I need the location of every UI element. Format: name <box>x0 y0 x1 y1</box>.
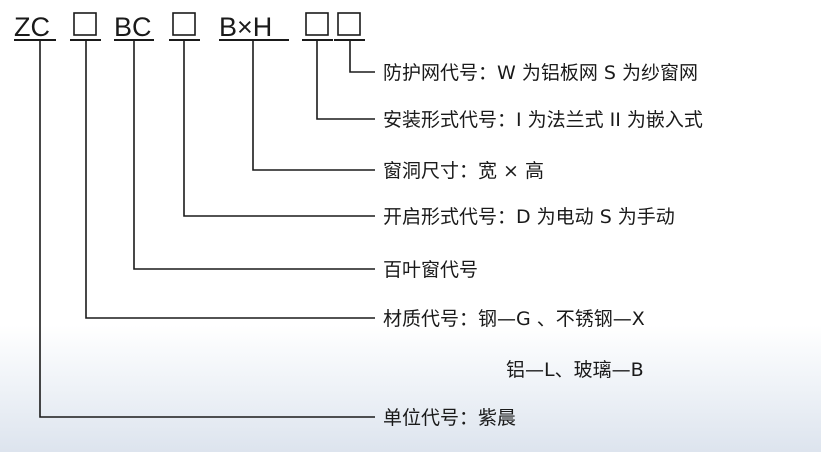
leader-opening-size <box>252 40 375 171</box>
leader-material-code <box>85 40 375 319</box>
label-unit-code: 单位代号：紫晨 <box>383 407 516 429</box>
leader-louver-code <box>133 40 375 270</box>
placeholder-box-4 <box>337 12 361 36</box>
description-labels: 防护网代号：W 为铝板网 S 为纱窗网 安装形式代号：I 为法兰式 II 为嵌入… <box>383 62 703 429</box>
label-opening-size: 窗洞尺寸：宽 × 高 <box>383 160 544 182</box>
label-louver-code: 百叶窗代号 <box>383 259 478 281</box>
label-installation-type: 安装形式代号：I 为法兰式 II 为嵌入式 <box>383 109 703 131</box>
leader-opening-mode <box>183 40 375 217</box>
leader-lines <box>39 40 375 418</box>
label-opening-mode: 开启形式代号：D 为电动 S 为手动 <box>383 206 675 228</box>
label-material-code-cont: 铝—L、玻璃—B <box>506 359 644 381</box>
label-material-code: 材质代号：钢—G 、不锈钢—X <box>383 308 645 330</box>
code-bxh: B×H <box>219 12 272 42</box>
placeholder-box-3 <box>305 12 329 36</box>
leader-unit-code <box>39 40 375 418</box>
placeholder-box-1 <box>73 12 97 36</box>
placeholder-box-2 <box>172 12 196 36</box>
code-zc: ZC <box>14 12 50 42</box>
code-bc: BC <box>114 12 152 42</box>
leader-protection-net <box>349 40 375 73</box>
code-row: ZC BC B×H <box>14 12 365 42</box>
label-protection-net: 防护网代号：W 为铝板网 S 为纱窗网 <box>383 62 698 84</box>
leader-installation-type <box>316 40 375 120</box>
